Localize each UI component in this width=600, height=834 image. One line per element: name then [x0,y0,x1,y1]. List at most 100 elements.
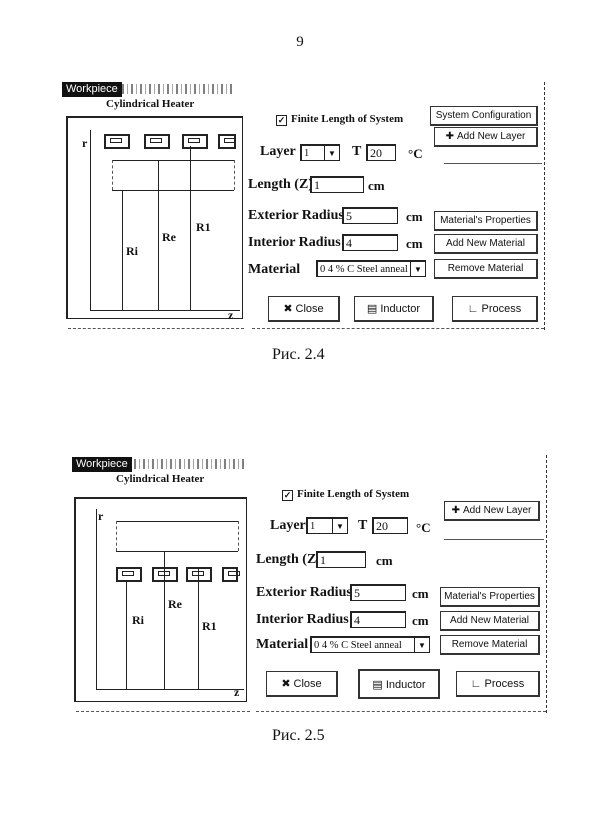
inductor-coil-icon: ▤ [366,303,378,315]
figure-caption-2-4: Рис. 2.4 [272,346,325,363]
temperature-unit: °C [416,520,431,535]
layer-list-separator [444,539,544,540]
workpiece-left-edge [116,521,117,551]
ri-arrow [122,190,123,310]
window-title: Workpiece [62,82,122,97]
process-button[interactable]: ∟Process [456,671,540,697]
interior-radius-label: Interior Radius [256,612,349,627]
chevron-down-icon[interactable]: ▼ [332,519,347,533]
layer-label: Layer [260,144,296,159]
re-arrow [158,160,159,310]
material-value: 0 4 % C Steel anneal [314,640,402,651]
workpiece-inner-edge [112,190,234,191]
temperature-input[interactable]: 20 [366,144,396,161]
finite-length-label: Finite Length of System [297,488,410,500]
add-new-material-button[interactable]: Add New Material [440,611,540,631]
exterior-radius-input[interactable]: 5 [342,207,398,224]
workpiece-right-edge [234,160,235,190]
r1-arrow [190,146,191,310]
exterior-radius-unit: cm [412,586,429,601]
layer-select[interactable]: 1▼ [300,144,340,161]
workpiece-right-edge [238,521,239,551]
material-select[interactable]: 0 4 % C Steel anneal ▼ [310,636,430,653]
process-button[interactable]: ∟Process [452,296,538,322]
inductor-label: Inductor [380,303,421,315]
coil-turn-4 [218,134,236,149]
workpiece-outer-edge [112,160,234,161]
chevron-down-icon[interactable]: ▼ [324,146,339,160]
inductor-button[interactable]: ▤Inductor [358,669,440,699]
exterior-radius-label: Exterior Radius [256,585,352,600]
chevron-down-icon[interactable]: ▼ [414,638,429,652]
materials-properties-button[interactable]: Material's Properties [434,211,538,231]
window-bottom-edge [252,328,544,329]
window-title: Workpiece [72,457,132,472]
layer-select[interactable]: 1▼ [306,517,348,534]
layer-value: 1 [310,521,316,532]
process-icon: ∟ [470,678,482,690]
r1-label: R1 [196,220,211,234]
ri-label: Ri [126,244,138,258]
window-bottom-edge [256,711,546,712]
interior-radius-unit: cm [406,236,423,251]
inductor-label: Inductor [385,679,426,691]
finite-length-checkbox[interactable]: ✓Finite Length of System [276,113,403,126]
materials-properties-button[interactable]: Material's Properties [440,587,540,607]
close-label: Close [295,303,324,315]
window-right-edge [544,82,545,330]
r1-arrow [198,567,199,689]
close-button[interactable]: ✖Close [268,296,340,322]
ri-label: Ri [132,613,144,627]
heater-title: Cylindrical Heater [116,473,205,485]
interior-radius-input[interactable]: 4 [350,611,406,628]
temperature-unit: °C [408,146,423,161]
temperature-input[interactable]: 20 [372,517,408,534]
t-label: T [358,518,368,533]
add-layer-label: Add New Layer [457,131,526,142]
close-button[interactable]: ✖Close [266,671,338,697]
z-axis-label: z [234,685,240,699]
workpiece-window-fig25: Workpiece Cylindrical Heater r z Ri Re R… [70,455,550,717]
finite-length-checkbox[interactable]: ✓ Finite Length of System [282,488,409,501]
window-right-edge [546,455,547,713]
remove-material-button[interactable]: Remove Material [440,635,540,655]
re-label: Re [168,597,182,611]
layer-label: Layer [270,518,306,533]
diagram-frame [66,116,243,319]
layer-list-separator [444,163,542,164]
system-configuration-button[interactable]: System Configuration [430,106,538,126]
check-icon: ✓ [282,490,293,501]
z-axis-label: z [228,308,234,322]
heater-title: Cylindrical Heater [106,98,195,110]
length-input[interactable]: 1 [310,176,364,193]
material-select[interactable]: 0 4 % C Steel anneal▼ [316,260,426,277]
add-new-layer-button[interactable]: ✚Add New Layer [444,501,540,521]
coil-turn-4 [222,567,240,582]
diagram-bottom-dash [68,328,244,329]
z-axis [96,689,244,690]
length-label: Length (Z) [256,552,321,567]
material-label: Material [256,637,309,652]
r-axis [96,509,97,689]
add-new-layer-button[interactable]: ✚Add New Layer [434,127,538,147]
add-layer-label: Add New Layer [463,505,532,516]
length-label: Length (Z) [248,177,313,192]
interior-radius-label: Interior Radius [248,235,341,250]
diagram-frame [74,497,247,702]
diagram-bottom-dash [76,711,250,712]
inductor-button[interactable]: ▤Inductor [354,296,434,322]
exterior-radius-input[interactable]: 5 [350,584,406,601]
close-icon: ✖ [281,678,291,690]
exterior-radius-label: Exterior Radius [248,208,344,223]
process-label: Process [481,303,522,315]
coil-turn-2 [152,567,178,582]
workpiece-inner-edge [116,551,238,552]
interior-radius-input[interactable]: 4 [342,234,398,251]
add-new-material-button[interactable]: Add New Material [434,234,538,254]
remove-material-button[interactable]: Remove Material [434,259,538,279]
length-input[interactable]: 1 [316,551,366,568]
title-bar-noise [122,84,232,94]
chevron-down-icon[interactable]: ▼ [410,262,425,276]
r-axis [90,130,91,310]
coil-turn-3 [186,567,212,582]
